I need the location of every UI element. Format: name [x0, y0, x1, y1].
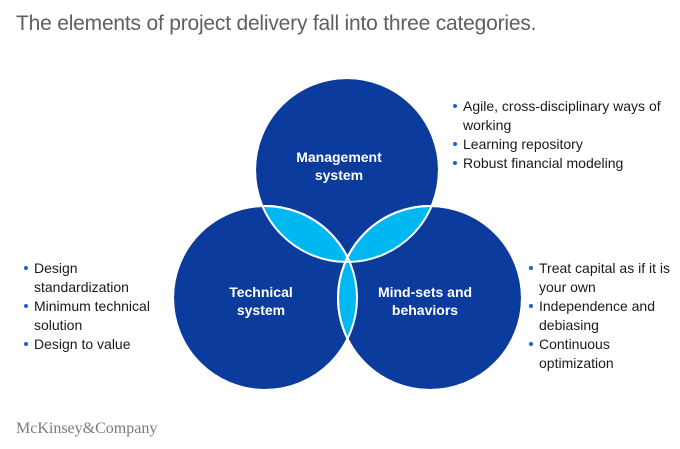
- list-item: Independence and debiasing: [529, 297, 674, 335]
- technical-label-line1: Technical: [229, 284, 293, 300]
- diagram-title: The elements of project delivery fall in…: [16, 12, 537, 35]
- list-item: Agile, cross-disciplinary ways of workin…: [453, 97, 663, 135]
- list-item: Minimum technical solution: [24, 297, 164, 335]
- management-circle-outline: [254, 77, 440, 263]
- list-item: Design standardization: [24, 259, 164, 297]
- mindsets-circle-label: Mind-sets and behaviors: [355, 283, 495, 319]
- list-item: Learning repository: [453, 135, 663, 154]
- management-bullet-list: Agile, cross-disciplinary ways of workin…: [453, 97, 663, 173]
- technical-bullet-list: Design standardization Minimum technical…: [24, 259, 164, 354]
- technical-circle-label: Technical system: [191, 283, 331, 319]
- list-item: Design to value: [24, 335, 164, 354]
- management-circle-label: Management system: [269, 148, 409, 184]
- management-label-line1: Management: [296, 149, 382, 165]
- technical-circle-outline: [172, 205, 358, 391]
- technical-label-line2: system: [236, 302, 286, 318]
- mindsets-label-line1: Mind-sets and: [377, 284, 473, 300]
- list-item: Treat capital as if it is your own: [529, 259, 674, 297]
- mindsets-label-line2: behaviors: [391, 302, 459, 318]
- mindsets-bullet-list: Treat capital as if it is your own Indep…: [529, 259, 674, 373]
- company-logo: McKinsey&Company: [16, 420, 158, 437]
- mindsets-circle-outline: [337, 205, 523, 391]
- management-label-line2: system: [314, 167, 364, 183]
- list-item: Robust financial modeling: [453, 154, 663, 173]
- list-item: Continuous optimization: [529, 335, 674, 373]
